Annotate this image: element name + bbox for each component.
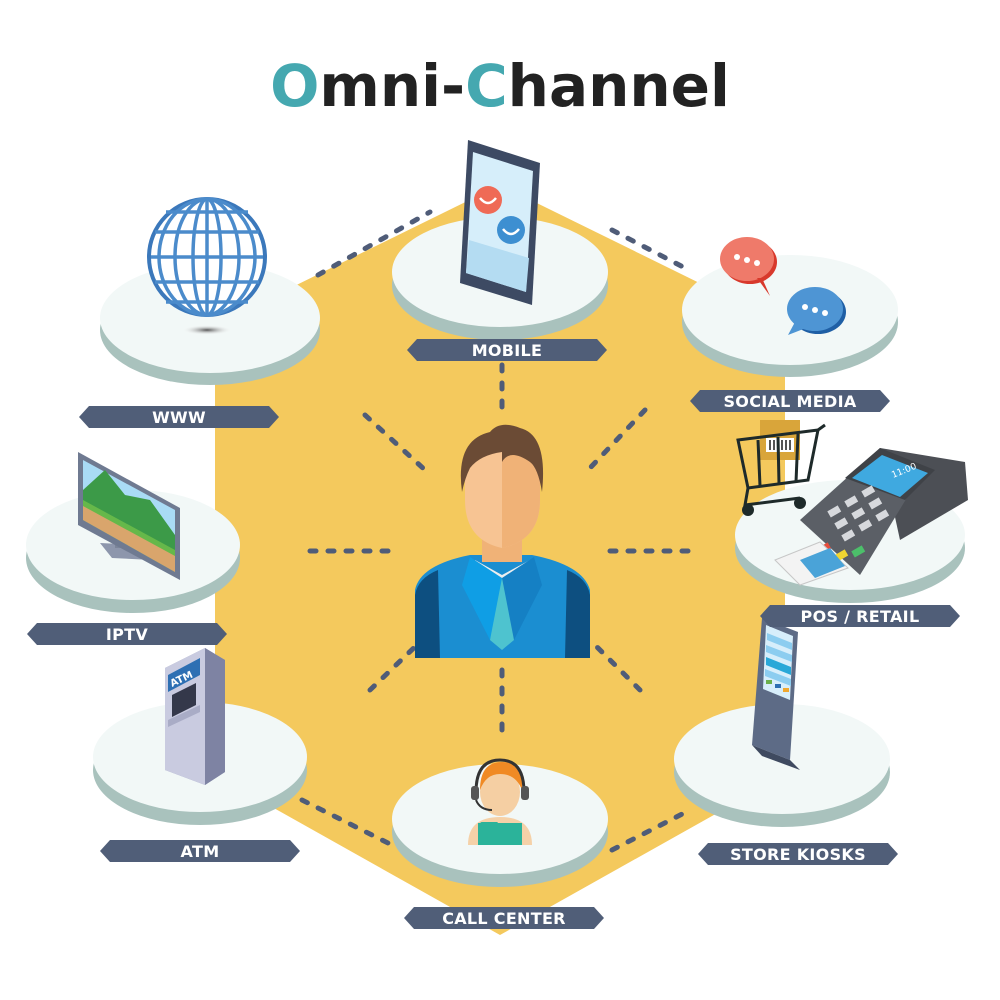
label-text: MOBILE [471, 340, 543, 360]
connector-atm-callcenter [299, 797, 395, 848]
spoke-bottom-left [367, 639, 423, 693]
label-text: ATM [180, 841, 220, 861]
smartphone-icon [460, 140, 540, 305]
label-text: CALL CENTER [442, 908, 566, 928]
outer-connectors [299, 209, 693, 853]
spoke-top-left [362, 412, 428, 473]
inner-connectors [307, 362, 693, 743]
connector-www-mobile [315, 209, 433, 278]
atm-machine-icon: ATM [165, 648, 225, 785]
connector-callcenter-kiosks [609, 807, 693, 853]
label-text: WWW [152, 407, 206, 427]
label-text: SOCIAL MEDIA [723, 391, 857, 411]
title-accent-o: O [270, 52, 320, 120]
globe-icon [147, 197, 267, 335]
label-text: STORE KIOSKS [730, 844, 866, 864]
channel-label-mobile[interactable]: MOBILE [407, 339, 607, 361]
chat-bubbles-icon [720, 237, 846, 335]
title-text-hannel: hannel [507, 52, 730, 120]
shopping-cart-icon [736, 420, 826, 516]
businessman-avatar-icon [415, 424, 590, 658]
title-accent-c: C [465, 52, 508, 120]
label-text: IPTV [105, 624, 149, 644]
spoke-bottom-right [589, 639, 643, 693]
label-text: POS / RETAIL [800, 606, 920, 626]
title-text-mni: mni- [319, 52, 466, 120]
headset-agent-icon [468, 758, 532, 845]
channel-label-www[interactable]: WWW [79, 406, 279, 428]
television-icon [78, 452, 180, 580]
channel-label-social-media[interactable]: SOCIAL MEDIA [690, 390, 890, 412]
spoke-top-right [587, 407, 648, 471]
connector-mobile-social [609, 227, 688, 271]
kiosk-icon [752, 618, 800, 770]
channel-label-store-kiosks[interactable]: STORE KIOSKS [698, 843, 898, 865]
channel-label-iptv[interactable]: IPTV [27, 623, 227, 645]
channel-label-call-center[interactable]: CALL CENTER [404, 907, 604, 929]
channel-label-atm[interactable]: ATM [100, 840, 300, 862]
card-terminal-icon: 11:00 [774, 448, 968, 586]
diagram-title: Omni-Channel [0, 52, 1000, 120]
channel-label-pos-retail[interactable]: POS / RETAIL [760, 605, 960, 627]
